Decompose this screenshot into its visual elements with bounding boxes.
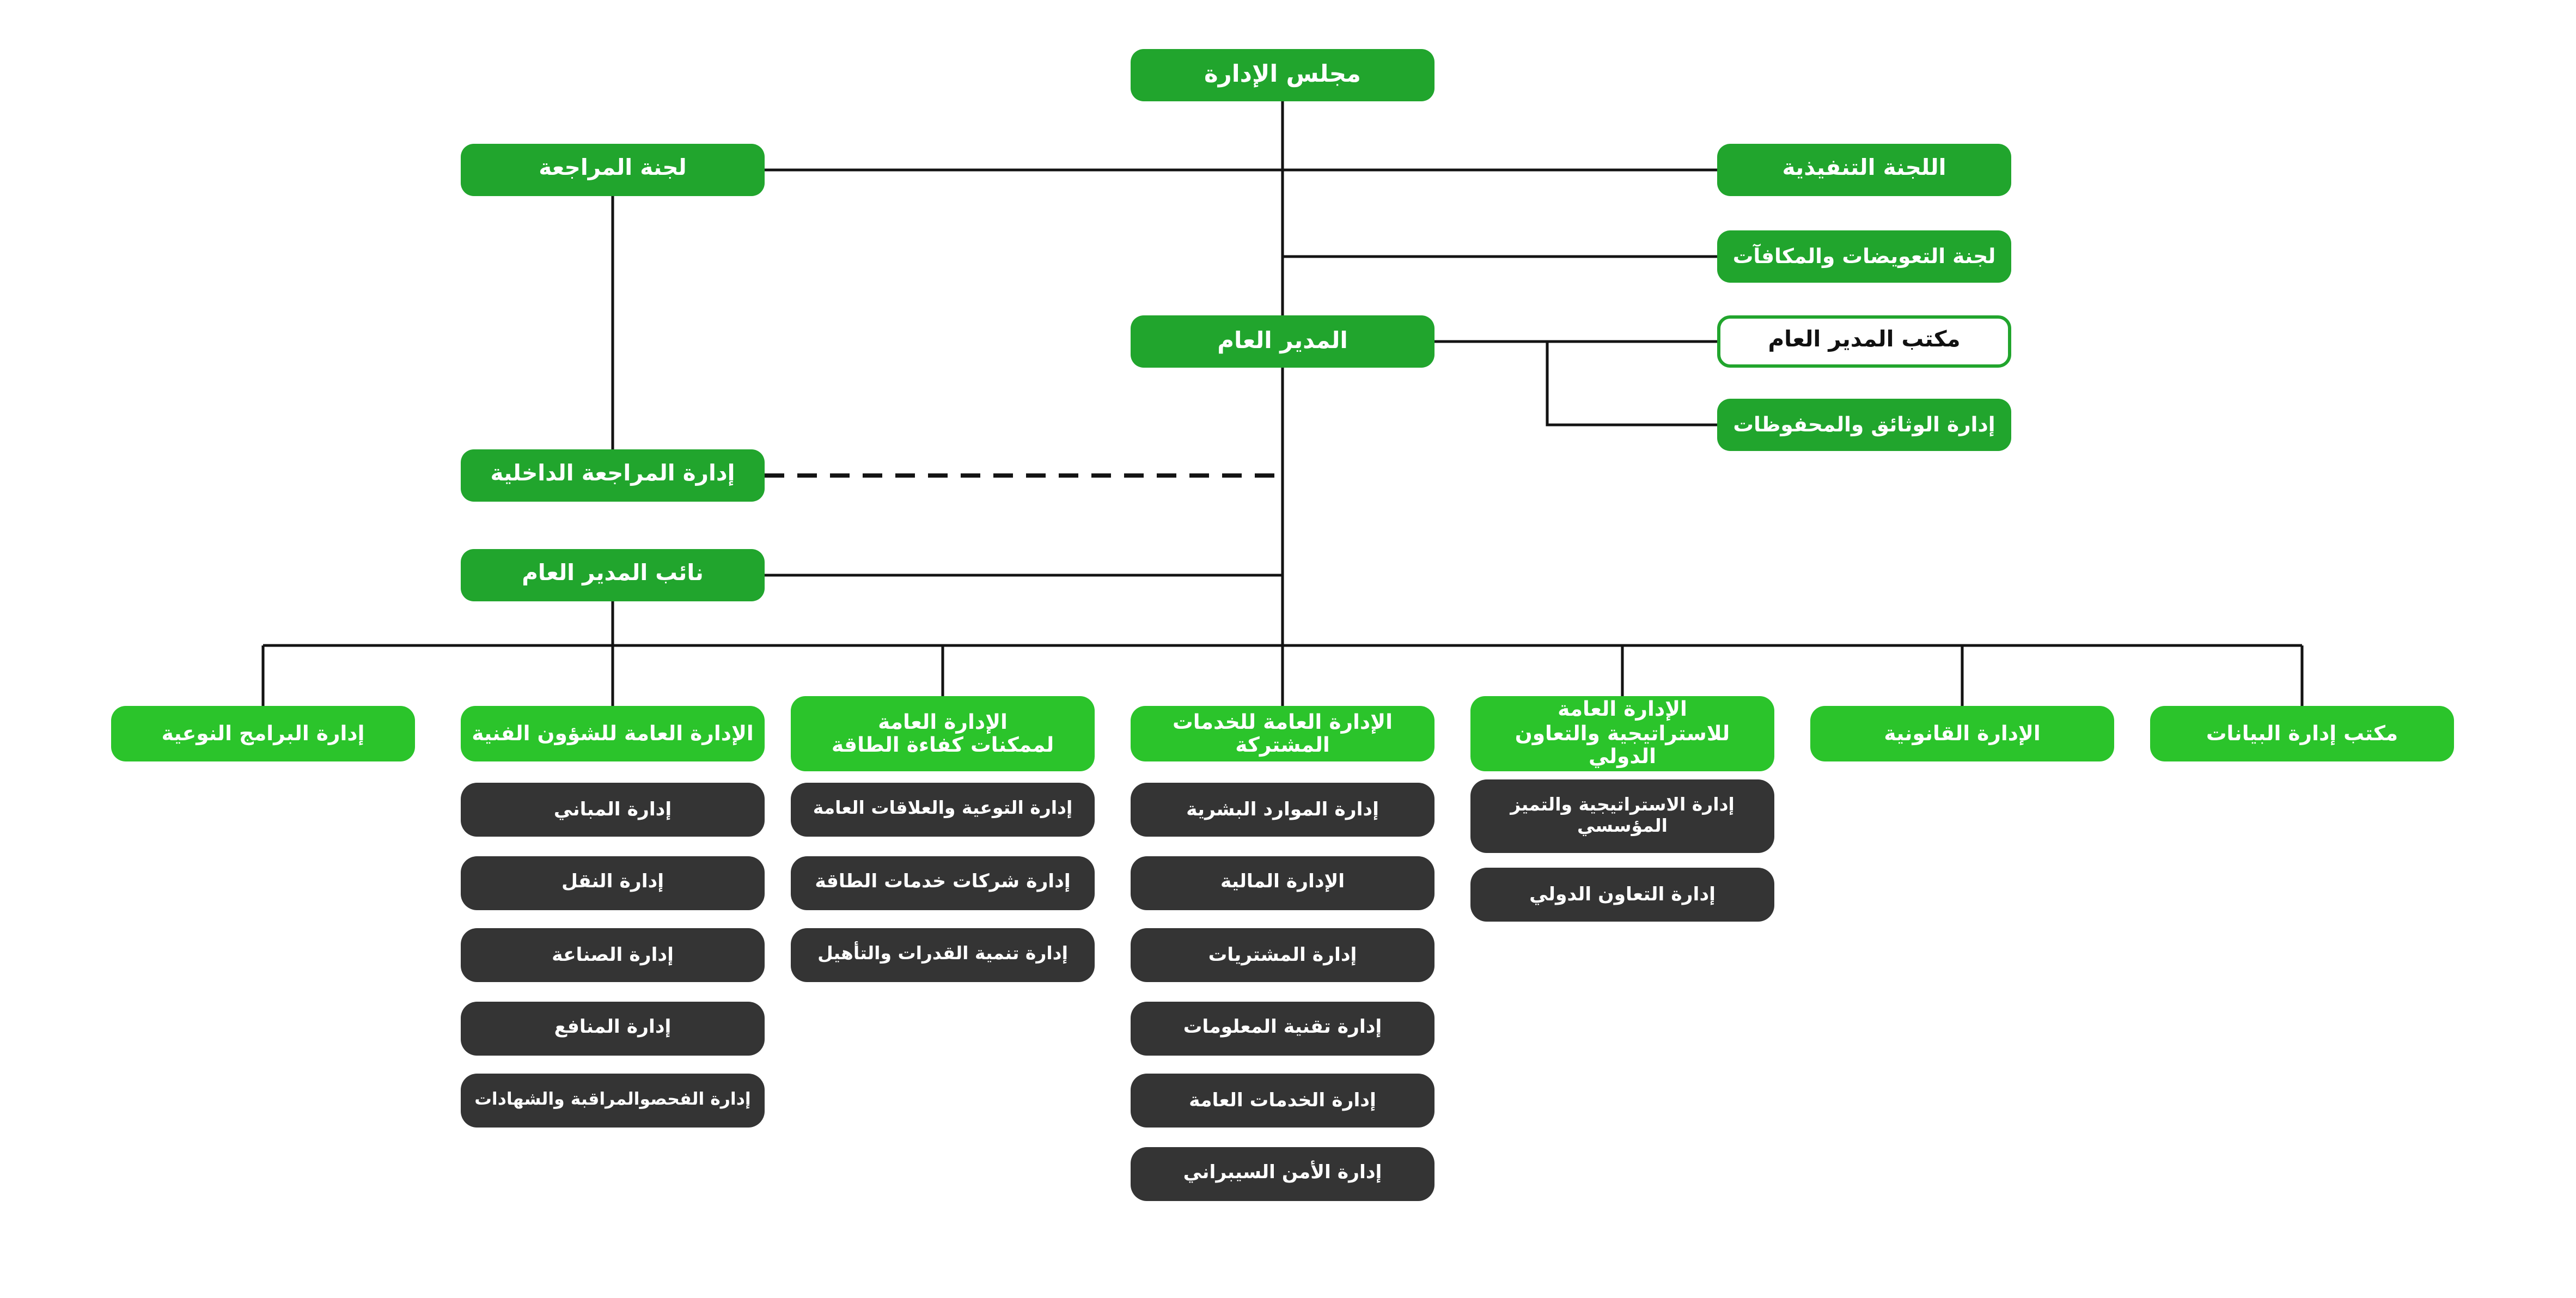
subdept-human-resources: إدارة الموارد البشرية bbox=[1131, 783, 1434, 837]
node-internal-audit: إدارة المراجعة الداخلية bbox=[461, 449, 765, 502]
subdept-transport: إدارة النقل bbox=[461, 855, 765, 910]
dept-label-line2: لممكنات كفاءة الطاقة bbox=[831, 732, 1054, 757]
dept-label-line1: الإدارة العامة bbox=[1558, 697, 1687, 722]
dept-quality-programs: إدارة البرامج النوعية bbox=[111, 706, 415, 761]
node-board: مجلس الإدارة bbox=[1131, 49, 1434, 101]
dept-strategy-international: الإدارة العامة للاستراتيجية والتعاون الد… bbox=[1470, 696, 1774, 771]
node-gm-office: مكتب المدير العام bbox=[1717, 315, 2011, 368]
subdept-cybersecurity: إدارة الأمن السيبراني bbox=[1131, 1146, 1434, 1201]
subdept-label-line1: إدارة الاستراتيجية والتميز bbox=[1510, 794, 1735, 815]
subdept-general-services: إدارة الخدمات العامة bbox=[1131, 1074, 1434, 1128]
dept-technical-affairs: الإدارة العامة للشؤون الفنية bbox=[461, 706, 765, 761]
subdept-inspection-certificates: إدارة الفحصوالمراقبة والشهادات bbox=[461, 1074, 765, 1128]
subdept-energy-service-companies: إدارة شركات خدمات الطاقة bbox=[791, 855, 1095, 910]
dept-shared-services: الإدارة العامة للخدمات المشتركة bbox=[1131, 706, 1434, 761]
node-compensation-committee: لجنة التعويضات والمكافآت bbox=[1717, 230, 2011, 283]
node-documents-archives: إدارة الوثائق والمحفوظات bbox=[1717, 399, 2011, 451]
dept-legal: الإدارة القانونية bbox=[1810, 706, 2114, 761]
dept-label-line1: الإدارة العامة bbox=[878, 708, 1008, 733]
dept-energy-efficiency-enablers: الإدارة العامة لممكنات كفاءة الطاقة bbox=[791, 696, 1095, 771]
node-deputy-general-manager: نائب المدير العام bbox=[461, 549, 765, 601]
subdept-utilities: إدارة المنافع bbox=[461, 1001, 765, 1055]
subdept-international-cooperation: إدارة التعاون الدولي bbox=[1470, 868, 1774, 922]
dept-data-management-office: مكتب إدارة البيانات bbox=[2150, 706, 2454, 761]
subdept-strategy-corporate-excellence: إدارة الاستراتيجية والتميز المؤسسي bbox=[1470, 779, 1774, 853]
subdept-procurement: إدارة المشتريات bbox=[1131, 928, 1434, 982]
subdept-capacity-development: إدارة تنمية القدرات والتأهيل bbox=[791, 928, 1095, 982]
node-audit-committee: لجنة المراجعة bbox=[461, 144, 765, 196]
subdept-label-line2: المؤسسي bbox=[1577, 814, 1668, 836]
subdept-buildings: إدارة المباني bbox=[461, 783, 765, 837]
dept-label-line2: للاستراتيجية والتعاون الدولي bbox=[1515, 720, 1730, 769]
subdept-awareness-public-relations: إدارة التوعية والعلاقات العامة bbox=[791, 783, 1095, 837]
connector-office-branch-down bbox=[1546, 342, 1717, 426]
node-general-manager: المدير العام bbox=[1131, 315, 1434, 368]
node-executive-committee: اللجنة التنفيذية bbox=[1717, 144, 2011, 196]
subdept-finance: الإدارة المالية bbox=[1131, 855, 1434, 910]
subdept-information-technology: إدارة تقنية المعلومات bbox=[1131, 1001, 1434, 1055]
subdept-industry: إدارة الصناعة bbox=[461, 928, 765, 982]
